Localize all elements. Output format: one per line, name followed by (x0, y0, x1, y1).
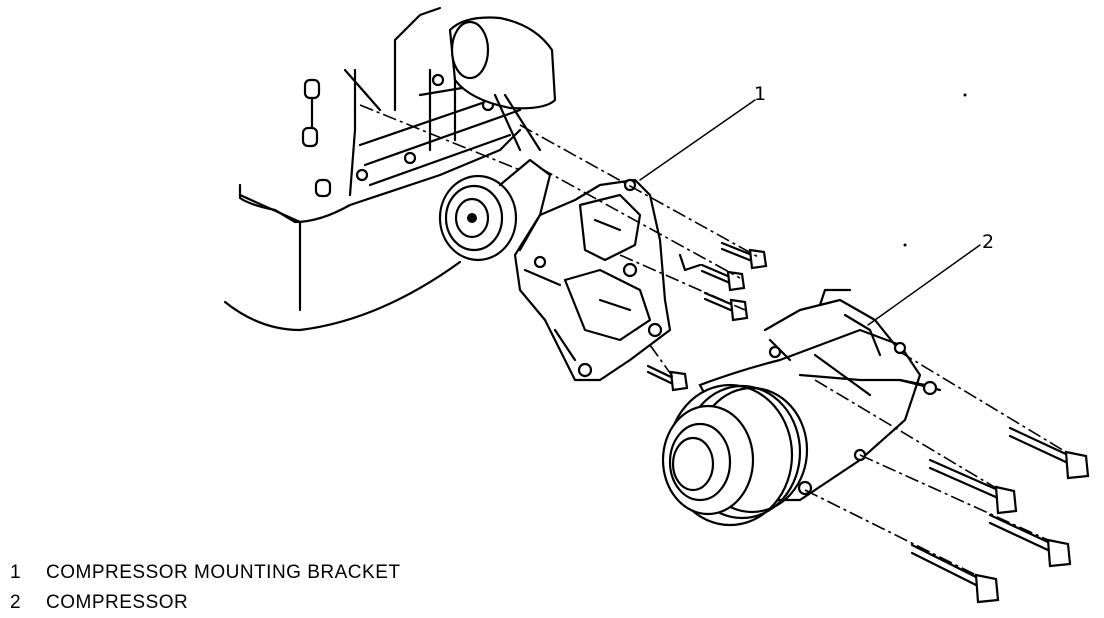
callout-2: 2 (982, 231, 994, 253)
idler-pulley (438, 158, 552, 262)
legend-item: 1 COMPRESSOR MOUNTING BRACKET (10, 558, 400, 588)
leader-line-1 (639, 99, 756, 181)
legend-number: 1 (10, 562, 22, 583)
legend-item: 2 COMPRESSOR (10, 588, 400, 618)
oil-filter (448, 16, 557, 152)
callout-1: 1 (754, 83, 766, 105)
leader-line-2 (867, 244, 981, 326)
ac-compressor (661, 288, 942, 527)
legend-label: COMPRESSOR MOUNTING BRACKET (46, 562, 401, 583)
legend-number: 2 (10, 592, 22, 613)
alignment-lines (359, 104, 1067, 576)
parts-legend: 1 COMPRESSOR MOUNTING BRACKET 2 COMPRESS… (10, 558, 400, 618)
legend-label: COMPRESSOR (46, 592, 189, 613)
compressor-mounting-bracket (513, 178, 702, 382)
compressor-bolt-set (910, 426, 1090, 604)
